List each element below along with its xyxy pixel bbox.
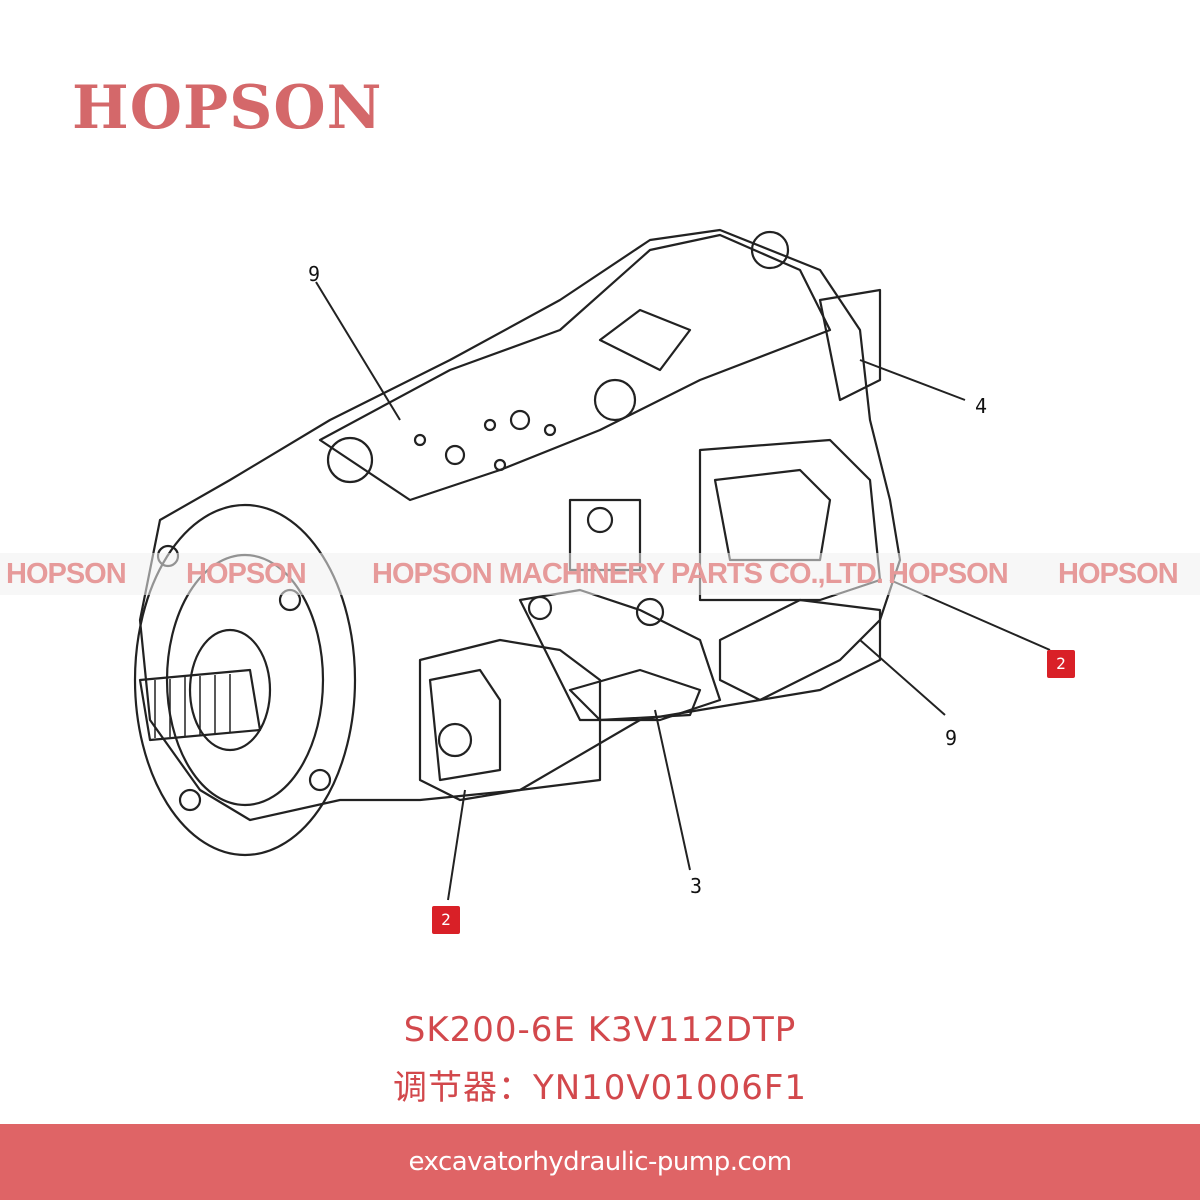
watermark-text: HOPSON — [6, 557, 127, 590]
model-caption: SK200-6E K3V112DTP — [403, 1010, 797, 1050]
upper-housing — [318, 233, 832, 502]
left-regulator — [418, 638, 602, 802]
footer-bar: excavatorhydraulic-pump.com — [0, 1124, 1200, 1200]
website-link[interactable]: excavatorhydraulic-pump.com — [408, 1147, 792, 1177]
regulator-caption: 调节器：YN10V01006F1 — [392, 1068, 808, 1108]
watermark-text: HOPSON MACHINERY PARTS CO.,LTD. — [372, 557, 884, 590]
watermark-band: HOPSON HOPSON HOPSON MACHINERY PARTS CO.… — [0, 553, 1200, 595]
callout-label: 9 — [945, 726, 958, 750]
drive-flange — [133, 503, 357, 857]
callout-label: 3 — [690, 874, 703, 898]
drive-shaft — [138, 668, 262, 742]
watermark-text: HOPSON — [1058, 557, 1179, 590]
callout-label: 4 — [975, 394, 988, 418]
callout-label: 9 — [308, 262, 321, 286]
watermark-text: HOPSON — [888, 557, 1009, 590]
callout-label-highlighted: 2 — [1047, 650, 1075, 678]
brand-logo: HOPSON — [72, 73, 383, 143]
watermark-text: HOPSON — [186, 557, 307, 590]
callout-label-highlighted: 2 — [432, 906, 460, 934]
